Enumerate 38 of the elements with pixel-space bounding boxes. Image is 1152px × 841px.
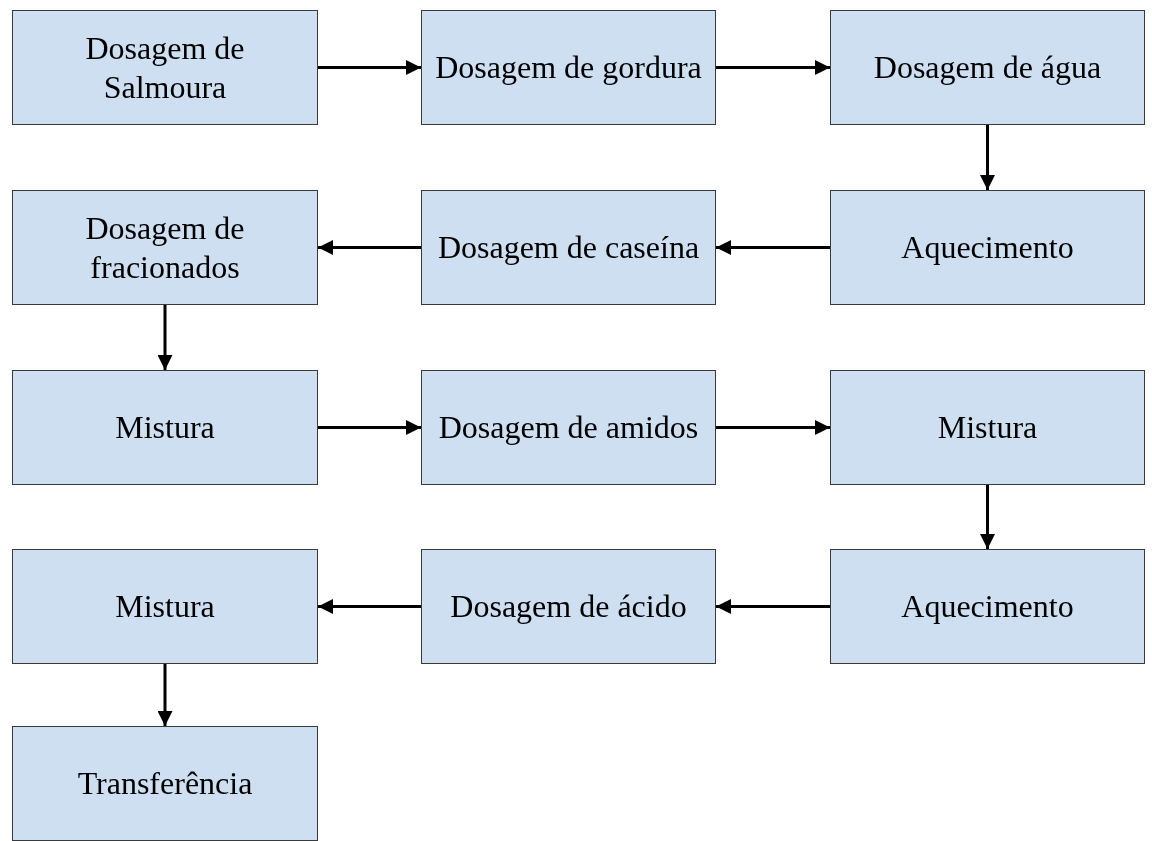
- step-label: Dosagem de Salmoura: [84, 29, 246, 106]
- step-label: Dosagem de ácido: [450, 587, 687, 626]
- step-label: Aquecimento: [901, 228, 1074, 267]
- process-box: [830, 10, 1145, 125]
- step-label: Mistura: [115, 408, 215, 447]
- process-box: [830, 549, 1145, 664]
- process-box: [421, 549, 716, 664]
- process-box: [421, 190, 716, 305]
- arrow: [716, 420, 830, 435]
- process-box: [421, 10, 716, 125]
- step-label: Dosagem de fracionados: [84, 209, 246, 286]
- step-label: Mistura: [115, 587, 215, 626]
- arrow: [318, 599, 421, 614]
- process-box: [830, 190, 1145, 305]
- arrow: [157, 664, 173, 726]
- process-box: [421, 370, 716, 485]
- arrow: [716, 599, 830, 614]
- process-box: [12, 190, 318, 305]
- arrow: [716, 60, 830, 75]
- arrow: [318, 240, 421, 255]
- process-box: [12, 549, 318, 664]
- process-box: [830, 370, 1145, 485]
- process-box: [12, 10, 318, 125]
- arrow: [318, 420, 421, 435]
- step-label: Dosagem de água: [873, 48, 1102, 87]
- step-label: Mistura: [937, 408, 1038, 447]
- arrow: [980, 125, 995, 190]
- arrow: [318, 60, 421, 75]
- step-label: Transferência: [77, 764, 253, 803]
- arrow: [157, 305, 173, 370]
- arrow: [980, 485, 995, 549]
- step-label: Dosagem de amidos: [438, 408, 699, 447]
- step-label: Dosagem de caseína: [437, 228, 700, 267]
- process-box: [12, 370, 318, 485]
- process-box: [12, 726, 318, 841]
- arrow: [716, 240, 830, 255]
- step-label: Aquecimento: [901, 587, 1074, 626]
- step-label: Dosagem de gordura: [435, 48, 702, 87]
